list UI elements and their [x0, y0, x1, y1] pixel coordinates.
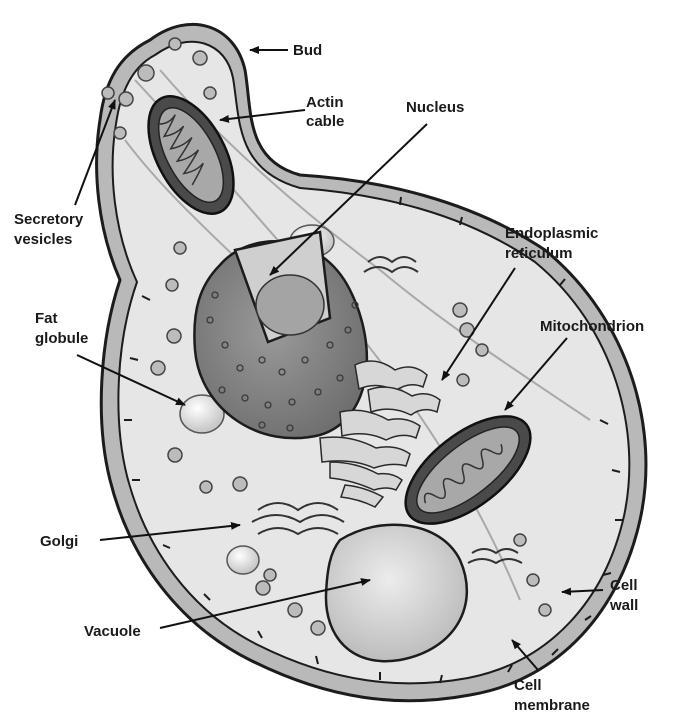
label-cell-wall: Cell wall	[609, 577, 642, 614]
label-fat-globule: Fat globule	[35, 310, 88, 347]
label-actin-cable: Actin cable	[306, 94, 348, 130]
label-golgi: Golgi	[40, 533, 78, 550]
label-bud: Bud	[293, 42, 322, 59]
label-nucleus: Nucleus	[406, 99, 464, 116]
label-cell-membrane: Cell membrane	[514, 677, 590, 713]
label-vacuole: Vacuole	[84, 623, 141, 640]
label-secretory-vesicles: Secretory vesicles	[14, 211, 87, 248]
fat-globule-3	[227, 546, 259, 574]
label-mitochondrion: Mitochondrion	[540, 318, 644, 335]
